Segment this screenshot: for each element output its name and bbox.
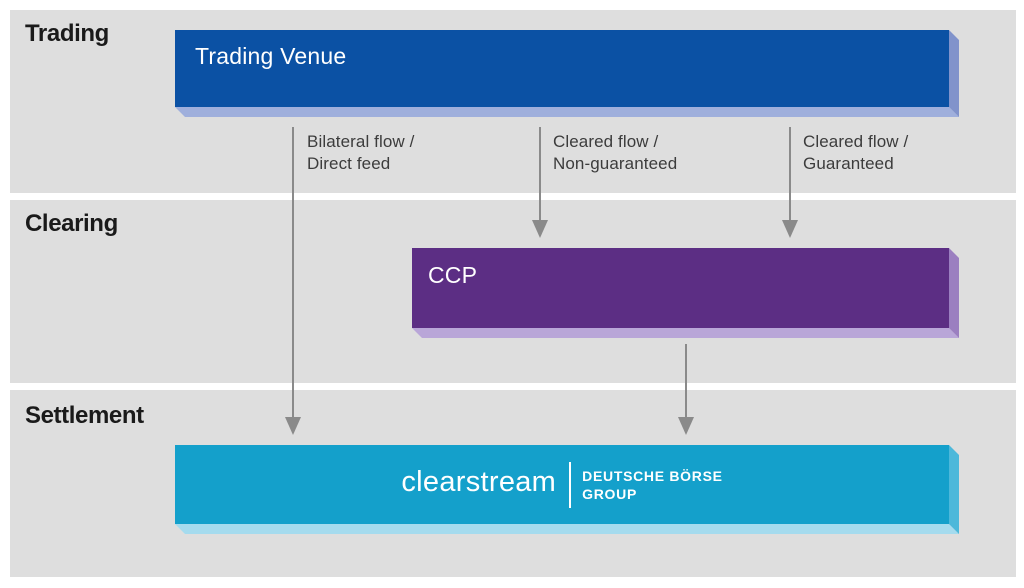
arrow-cleared-guaranteed-line: [789, 127, 791, 220]
flow-label-line2: Non-guaranteed: [553, 154, 678, 173]
deutsche-boerse-line: DEUTSCHE BÖRSE: [582, 467, 723, 484]
arrow-ccp-to-settlement-head-icon: [678, 417, 694, 435]
flow-label-cleared-guaranteed: Cleared flow / Guaranteed: [803, 131, 908, 175]
arrow-bilateral-line: [292, 127, 294, 417]
ccp-bar-right-bevel: [949, 248, 959, 338]
trading-venue-bar-bottom-bevel: [175, 107, 959, 117]
clearstream-deutsche-boerse-logo: clearstream DEUTSCHE BÖRSE GROUP: [401, 461, 722, 508]
clearstream-bar-bottom-bevel: [175, 524, 959, 534]
group-line: GROUP: [582, 485, 637, 502]
logo-divider: [569, 461, 572, 508]
arrow-bilateral-head-icon: [285, 417, 301, 435]
arrow-cleared-nonguaranteed-line: [539, 127, 541, 220]
flow-label-line1: Bilateral flow /: [307, 132, 415, 151]
band-label-trading: Trading: [25, 20, 109, 47]
flow-label-line1: Cleared flow /: [553, 132, 659, 151]
clearstream-bar-right-bevel: [949, 445, 959, 534]
flow-label-bilateral: Bilateral flow / Direct feed: [307, 131, 414, 175]
arrow-cleared-nonguaranteed-head-icon: [532, 220, 548, 238]
band-label-clearing: Clearing: [25, 210, 118, 237]
band-label-settlement: Settlement: [25, 402, 144, 429]
arrow-ccp-to-settlement-line: [685, 344, 687, 417]
arrow-cleared-guaranteed-head-icon: [782, 220, 798, 238]
ccp-bar-bottom-bevel: [412, 328, 959, 338]
flow-label-line2: Guaranteed: [803, 154, 894, 173]
trading-venue-bar: [175, 30, 949, 107]
flow-label-line1: Cleared flow /: [803, 132, 909, 151]
trading-venue-bar-right-bevel: [949, 30, 959, 117]
flow-label-line2: Direct feed: [307, 154, 391, 173]
deutsche-boerse-group-text: DEUTSCHE BÖRSE GROUP: [582, 467, 722, 503]
ccp-label: CCP: [428, 262, 478, 288]
flow-label-cleared-nonguaranteed: Cleared flow / Non-guaranteed: [553, 131, 677, 175]
trading-venue-label: Trading Venue: [195, 43, 347, 69]
clearstream-bar: clearstream DEUTSCHE BÖRSE GROUP: [175, 445, 949, 524]
clearstream-wordmark: clearstream: [401, 466, 557, 498]
ccp-bar: [412, 248, 949, 328]
